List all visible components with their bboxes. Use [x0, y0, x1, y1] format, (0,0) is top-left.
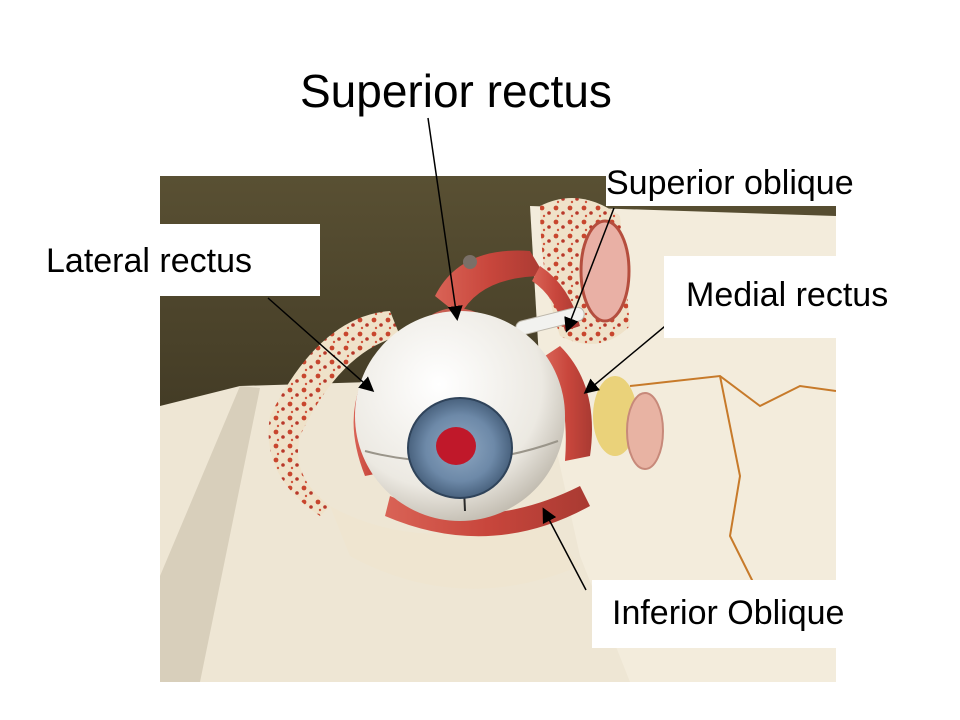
- superior-oblique-label: Superior oblique: [606, 166, 858, 206]
- medial-rectus-label: Medial rectus: [664, 256, 960, 338]
- inferior-oblique-label: Inferior Oblique: [592, 580, 912, 648]
- lateral-rectus-label: Lateral rectus: [34, 224, 320, 296]
- superior-rectus-label: Superior rectus: [300, 65, 612, 117]
